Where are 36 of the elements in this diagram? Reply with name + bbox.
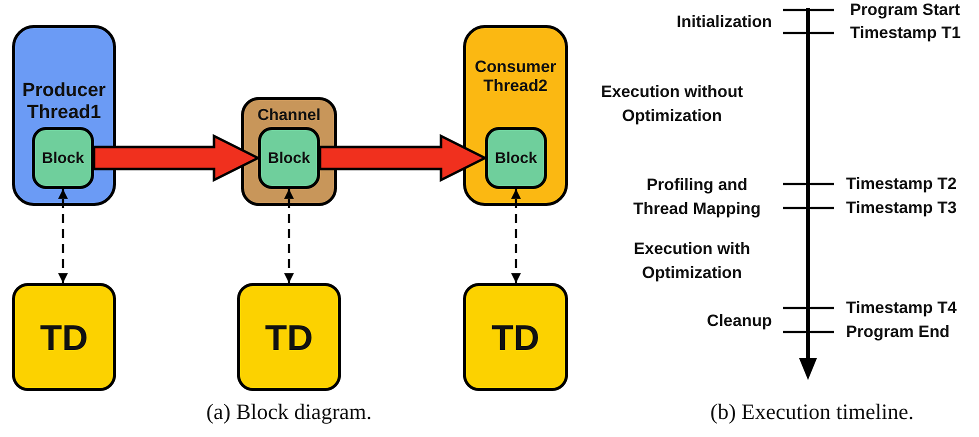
block-arrow bbox=[318, 134, 488, 182]
phase-label: Initialization bbox=[676, 12, 772, 33]
phase-label: Execution without Optimization bbox=[600, 82, 744, 127]
arrow bbox=[511, 189, 521, 283]
caption: (b) Execution timeline. bbox=[710, 400, 914, 424]
node-label: Block bbox=[266, 150, 312, 168]
block-box bbox=[258, 127, 320, 189]
timestamp-label: Timestamp T1 bbox=[850, 23, 961, 44]
timestamp-label: Timestamp T3 bbox=[846, 198, 957, 219]
node-label: TD bbox=[490, 317, 540, 358]
node-label: TD bbox=[39, 317, 89, 358]
arrow bbox=[284, 189, 294, 283]
td-box bbox=[237, 283, 341, 391]
node-label: Block bbox=[494, 150, 538, 168]
thread-box bbox=[463, 25, 568, 206]
block-arrow bbox=[92, 134, 261, 182]
arrow bbox=[58, 189, 68, 283]
timestamp-label: Timestamp T2 bbox=[846, 174, 957, 195]
node-label: TD bbox=[264, 317, 314, 358]
node-label: Channel bbox=[256, 107, 322, 126]
phase-label: Profiling and Thread Mapping bbox=[632, 175, 762, 220]
timestamp-label: Timestamp T4 bbox=[846, 298, 957, 319]
node-label: Producer Thread1 bbox=[21, 80, 107, 124]
phase-label: Execution with Optimization bbox=[632, 239, 752, 284]
td-box bbox=[463, 283, 568, 391]
td-box bbox=[12, 283, 116, 391]
caption: (a) Block diagram. bbox=[206, 400, 372, 424]
phase-label: Cleanup bbox=[706, 311, 772, 332]
channel-box bbox=[241, 97, 337, 206]
timestamp-label: Program Start bbox=[850, 0, 960, 21]
block-box bbox=[32, 127, 94, 189]
block-box bbox=[485, 127, 547, 189]
thread-box bbox=[12, 25, 116, 206]
node-label: Consumer Thread2 bbox=[474, 58, 558, 96]
timestamp-label: Program End bbox=[846, 322, 950, 343]
node-label: Block bbox=[40, 150, 86, 168]
